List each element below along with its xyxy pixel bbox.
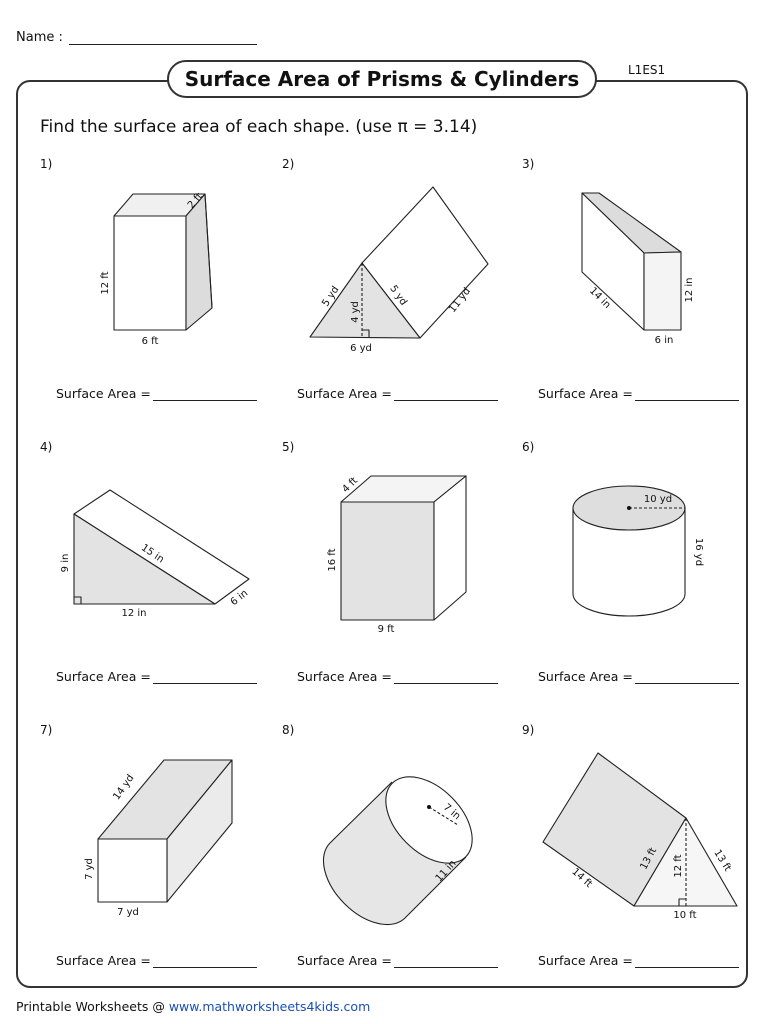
dim-label: 7 yd [117, 907, 139, 918]
answer-blank-7[interactable] [152, 954, 257, 968]
footer-prefix: Printable Worksheets @ [16, 999, 169, 1014]
answer-label: Surface Area = [56, 953, 151, 968]
answer-blank-2[interactable] [393, 387, 498, 401]
footer-link[interactable]: www.mathworksheets4kids.com [168, 999, 371, 1014]
figure-5-rectangular-prism [340, 475, 467, 621]
answer-4: Surface Area = [56, 669, 257, 684]
answer-label: Surface Area = [297, 669, 392, 684]
dim-label: 12 ft [100, 271, 111, 294]
answer-blank-1[interactable] [152, 387, 257, 401]
figure-9-triangular-prism [542, 752, 738, 907]
dim-label: 6 yd [350, 343, 372, 354]
dim-label: 6 ft [142, 336, 159, 347]
answer-blank-6[interactable] [634, 670, 739, 684]
dim-label: 16 yd [693, 538, 704, 566]
problem-number-1: 1) [40, 157, 53, 171]
footer: Printable Worksheets @ www.mathworksheet… [16, 999, 370, 1014]
answer-label: Surface Area = [538, 953, 633, 968]
problem-number-4: 4) [40, 440, 53, 454]
answer-7: Surface Area = [56, 953, 257, 968]
answer-9: Surface Area = [538, 953, 739, 968]
figure-2-triangular-prism [309, 186, 489, 339]
problem-number-8: 8) [282, 723, 295, 737]
answer-blank-3[interactable] [634, 387, 739, 401]
cylinder-6-center-dot [627, 506, 631, 510]
dim-label: 10 yd [644, 494, 672, 505]
figure-1-rectangular-prism [113, 193, 213, 331]
answer-8: Surface Area = [297, 953, 498, 968]
dim-label: 12 ft [673, 854, 684, 877]
problem-number-9: 9) [522, 723, 535, 737]
dim-label: 12 in [121, 608, 146, 619]
answer-label: Surface Area = [56, 669, 151, 684]
worksheet-title: Surface Area of Prisms & Cylinders [167, 60, 597, 98]
answer-1: Surface Area = [56, 386, 257, 401]
dim-label: 7 yd [84, 858, 95, 880]
problem-number-7: 7) [40, 723, 53, 737]
answer-blank-9[interactable] [634, 954, 739, 968]
figure-7-rectangular-prism [97, 759, 233, 903]
problem-number-3: 3) [522, 157, 535, 171]
answer-label: Surface Area = [297, 386, 392, 401]
figure-4-triangular-prism [73, 489, 250, 605]
answer-blank-8[interactable] [393, 954, 498, 968]
dim-label: 10 ft [673, 910, 696, 921]
dim-label: 16 ft [327, 548, 338, 571]
figure-8-cylinder [322, 776, 473, 926]
name-label: Name : [16, 30, 63, 45]
problem-number-5: 5) [282, 440, 295, 454]
cylinder-8-center-dot [427, 805, 431, 809]
instructions: Find the surface area of each shape. (us… [40, 117, 478, 137]
answer-blank-4[interactable] [152, 670, 257, 684]
answer-3: Surface Area = [538, 386, 739, 401]
dim-label: 12 in [684, 277, 695, 302]
name-blank[interactable] [68, 30, 257, 45]
problem-number-6: 6) [522, 440, 535, 454]
dim-label: 9 in [60, 554, 71, 573]
answer-blank-5[interactable] [393, 670, 498, 684]
answer-label: Surface Area = [297, 953, 392, 968]
answer-label: Surface Area = [538, 386, 633, 401]
answer-5: Surface Area = [297, 669, 498, 684]
answer-6: Surface Area = [538, 669, 739, 684]
answer-2: Surface Area = [297, 386, 498, 401]
figure-3-rectangular-prism [581, 192, 682, 331]
problem-number-2: 2) [282, 157, 295, 171]
dim-label: 9 ft [378, 624, 395, 635]
dim-label: 6 in [655, 335, 674, 346]
dim-label: 4 yd [350, 301, 361, 323]
name-field: Name : [16, 30, 257, 45]
figure-6-cylinder [572, 485, 686, 617]
answer-label: Surface Area = [538, 669, 633, 684]
worksheet-code: L1ES1 [628, 63, 666, 77]
answer-label: Surface Area = [56, 386, 151, 401]
